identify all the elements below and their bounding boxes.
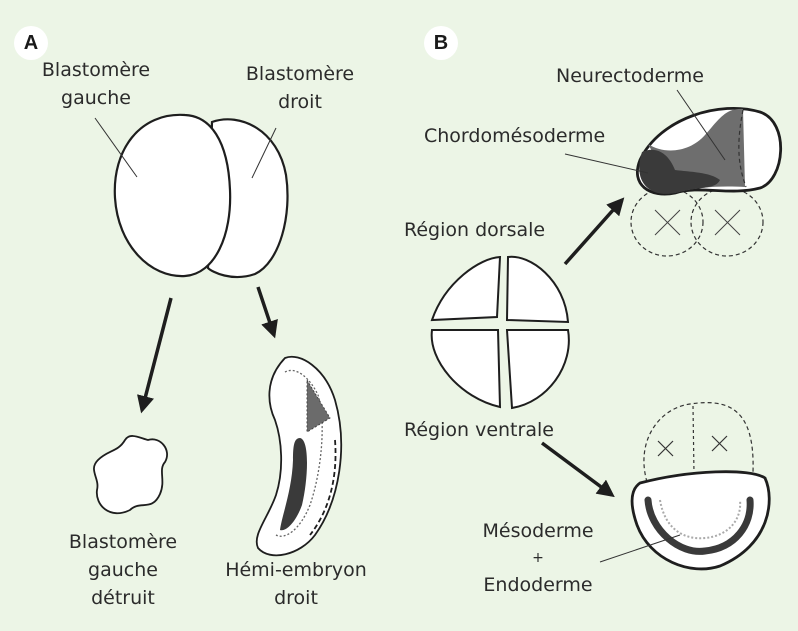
half-embryo-dashed-edge xyxy=(309,439,337,536)
label-line: gauche xyxy=(88,559,158,581)
label-chordomesoderm: Chordomésoderme xyxy=(424,125,606,147)
label-left-blastomere: Blastomère gauche xyxy=(32,56,160,112)
ventral-embryo-outline xyxy=(630,470,771,571)
label-destroyed-blastomere: Blastomère gauche détruit xyxy=(58,528,188,612)
label-line: Blastomère xyxy=(41,59,151,81)
label-line: Blastomère xyxy=(245,63,355,85)
label-line: + xyxy=(532,550,544,566)
label-line: Endoderme xyxy=(483,574,593,596)
label-right-blastomere: Blastomère droit xyxy=(236,60,364,116)
arrow-to-half-embryo xyxy=(256,286,278,339)
right-blastomere xyxy=(206,118,289,279)
cell-top-right xyxy=(505,255,570,324)
label-line: Blastomère xyxy=(68,531,178,553)
dorsal-boundary xyxy=(738,109,747,188)
label-mesoderm-endoderm: Mésoderme + Endoderme xyxy=(478,517,598,599)
label-line: gauche xyxy=(61,87,131,109)
label-line: droit xyxy=(274,587,318,609)
cell-bottom-left xyxy=(430,329,502,409)
cross-mark-icon xyxy=(657,440,674,457)
left-blastomere-leader xyxy=(94,117,138,178)
panel-b-badge: B xyxy=(424,26,458,60)
half-embryo-neurectoderm xyxy=(306,378,331,433)
destroyed-blastomere xyxy=(93,435,168,515)
mesoderm-leader xyxy=(599,534,681,563)
label-line: droit xyxy=(278,91,322,113)
label-dorsal-region: Région dorsale xyxy=(404,219,546,241)
ventral-mesoderm-endoderm xyxy=(644,496,754,555)
right-blastomere-leader xyxy=(251,127,277,179)
cross-mark-icon xyxy=(714,209,741,236)
label-line: Hémi-embryon xyxy=(225,559,367,581)
cross-mark-icon xyxy=(711,435,728,452)
cross-mark-icon xyxy=(654,209,681,236)
arrow-to-dorsal xyxy=(563,197,625,266)
label-half-embryo: Hémi-embryon droit xyxy=(216,556,376,612)
half-embryo-chordomesoderm xyxy=(280,438,307,531)
half-embryo-neural-outline xyxy=(275,369,323,537)
half-embryo xyxy=(255,355,343,557)
chordomesoderm-leader xyxy=(564,153,649,174)
dorsal-embryo xyxy=(564,89,783,257)
arrow-to-destroyed xyxy=(137,297,173,414)
label-line: Mésoderme xyxy=(482,520,594,542)
ventral-inner-layer xyxy=(659,499,742,540)
ventral-embryo xyxy=(599,402,771,571)
four-cell-embryo xyxy=(430,255,570,410)
neurectoderm-leader xyxy=(676,89,726,161)
cell-bottom-right xyxy=(505,329,570,410)
arrow-to-ventral xyxy=(540,441,615,498)
label-neurectoderm: Neurectoderme xyxy=(556,65,704,87)
left-blastomere xyxy=(113,113,232,278)
dorsal-chordomesoderm xyxy=(639,149,720,194)
two-cell-embryo xyxy=(94,113,289,279)
panel-a-badge: A xyxy=(14,26,48,60)
label-ventral-region: Région ventrale xyxy=(404,419,554,441)
ablated-divider xyxy=(692,405,695,475)
label-line: détruit xyxy=(91,587,155,609)
ablated-cells-ventral xyxy=(643,402,754,483)
cell-top-left xyxy=(430,255,502,322)
